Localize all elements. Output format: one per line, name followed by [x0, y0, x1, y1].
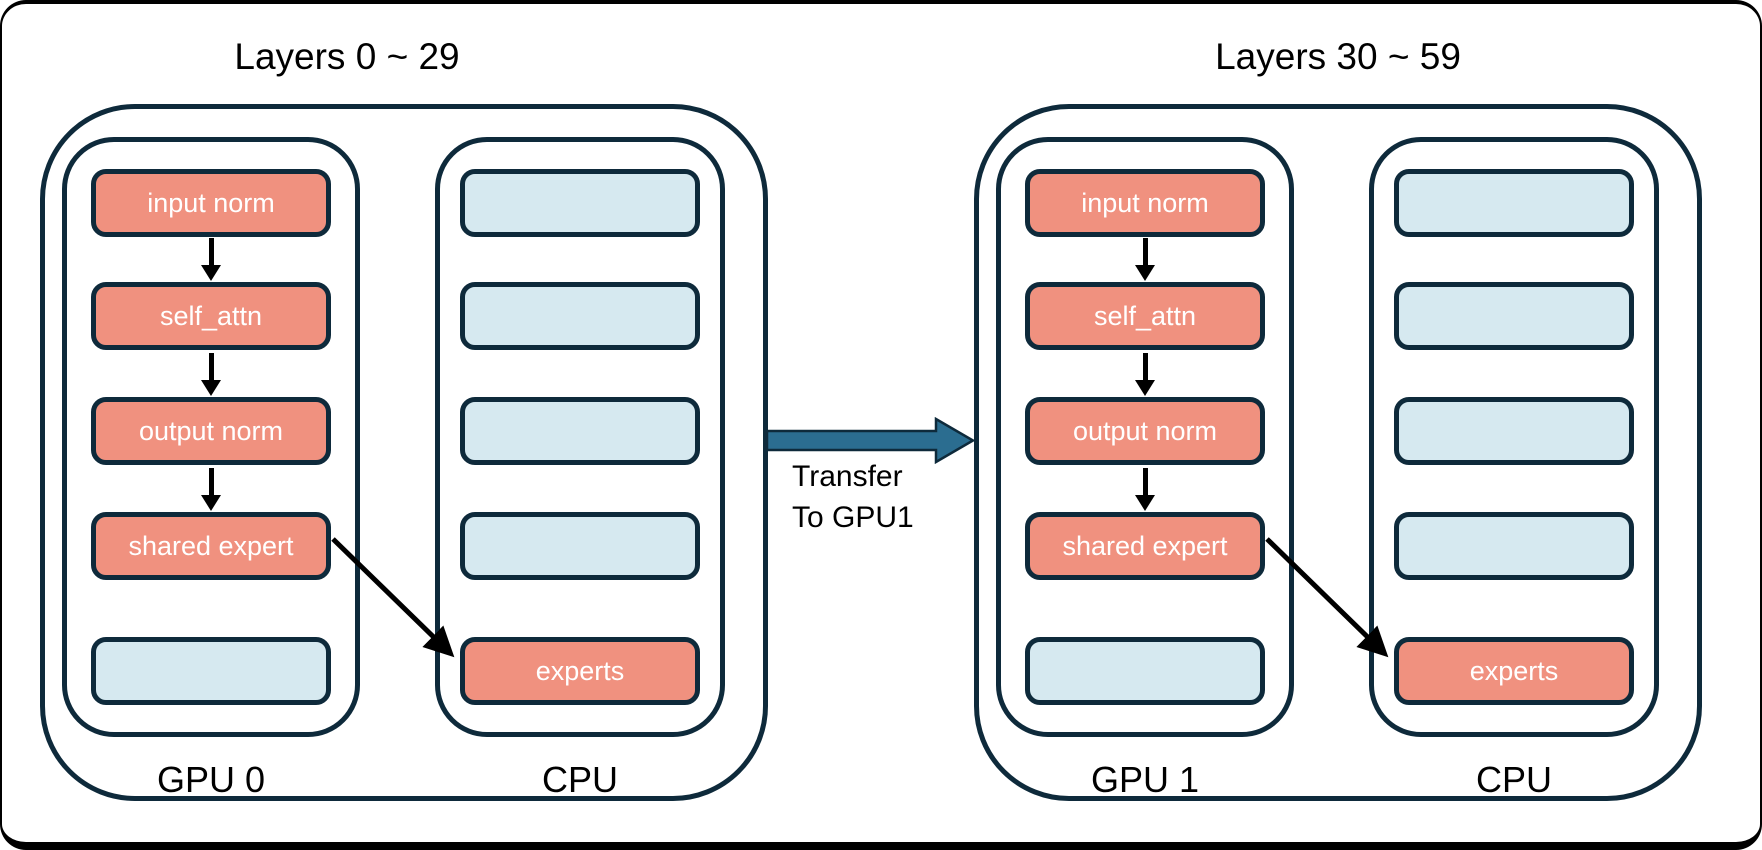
cpu-column: experts	[1369, 137, 1659, 737]
empty-slot	[460, 512, 700, 580]
module-box-self-attn: self_attn	[1025, 282, 1265, 350]
cpu-label: CPU	[1475, 759, 1552, 800]
module-box-experts: experts	[1394, 637, 1634, 705]
empty-slot	[460, 282, 700, 350]
group-title-layers-0-29: Layers 0 ~ 29	[234, 36, 460, 77]
gpu1-column: input norm self_attn output norm shared …	[996, 137, 1294, 737]
empty-slot	[1025, 637, 1265, 705]
gpu-label: GPU 1	[1090, 759, 1200, 800]
group-title-layers-30-59: Layers 30 ~ 59	[1215, 36, 1461, 77]
empty-slot	[91, 637, 331, 705]
flow-arrow-icon	[1134, 468, 1156, 511]
empty-slot	[460, 397, 700, 465]
module-box-self-attn: self_attn	[91, 282, 331, 350]
transfer-label-line1: Transfer	[792, 460, 903, 493]
gpu0-column: input norm self_attn output norm shared …	[62, 137, 360, 737]
empty-slot	[1394, 282, 1634, 350]
transfer-arrow-icon	[766, 417, 976, 464]
module-box-output-norm: output norm	[91, 397, 331, 465]
empty-slot	[1394, 397, 1634, 465]
layer-group-0-29: input norm self_attn output norm shared …	[40, 104, 768, 801]
module-box-output-norm: output norm	[1025, 397, 1265, 465]
layer-group-30-59: input norm self_attn output norm shared …	[974, 104, 1702, 801]
module-box-input-norm: input norm	[91, 169, 331, 237]
flow-arrow-icon	[200, 468, 222, 511]
module-box-shared-expert: shared expert	[91, 512, 331, 580]
empty-slot	[1394, 169, 1634, 237]
module-box-input-norm: input norm	[1025, 169, 1265, 237]
module-box-shared-expert: shared expert	[1025, 512, 1265, 580]
transfer-label: Transfer To GPU1	[792, 456, 914, 538]
flow-arrow-icon	[1134, 353, 1156, 396]
gpu-label: GPU 0	[156, 759, 266, 800]
flow-arrow-icon	[200, 238, 222, 281]
flow-arrow-icon	[1134, 238, 1156, 281]
flow-arrow-icon	[200, 353, 222, 396]
module-box-experts: experts	[460, 637, 700, 705]
cpu-label: CPU	[541, 759, 618, 800]
transfer-label-line2: To GPU1	[792, 501, 914, 534]
empty-slot	[1394, 512, 1634, 580]
cpu-column: experts	[435, 137, 725, 737]
empty-slot	[460, 169, 700, 237]
